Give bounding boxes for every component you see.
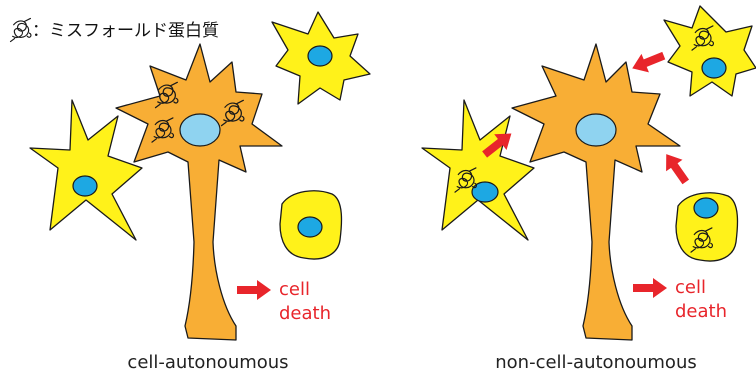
neuron-nucleus — [576, 114, 616, 146]
panel-non-cell-autonomous: cell death non-cell-autonoumous — [422, 6, 756, 373]
glia-left — [422, 100, 534, 240]
misfolded-protein-icon — [11, 18, 31, 41]
glia-round — [676, 193, 738, 261]
glia-round — [280, 191, 342, 259]
cell-death-label-line1: cell — [675, 277, 706, 298]
glia-nucleus — [298, 217, 322, 237]
legend-label: ：ミスフォールド蛋白質 — [32, 21, 219, 41]
caption-right: non-cell-autonoumous — [495, 352, 696, 373]
toxicity-arrow — [658, 148, 694, 187]
cell-death-arrow — [237, 280, 271, 300]
glia-top — [664, 6, 756, 96]
glia-left — [30, 100, 142, 240]
toxicity-arrow — [628, 46, 667, 77]
glia-nucleus — [694, 198, 718, 218]
glia-top — [272, 12, 370, 104]
cell-death-arrow — [633, 278, 667, 298]
cell-death-label-line1: cell — [279, 279, 310, 300]
legend: ：ミスフォールド蛋白質 — [11, 18, 220, 41]
panel-cell-autonomous: cell death cell-autonoumous — [30, 12, 370, 373]
caption-left: cell-autonoumous — [127, 352, 288, 373]
glia-cell-body — [664, 6, 756, 96]
glia-cell-body — [422, 100, 534, 240]
glia-nucleus — [702, 58, 726, 78]
glia-nucleus — [73, 176, 97, 196]
neuron-nucleus — [180, 114, 220, 146]
cell-death-label-line2: death — [675, 301, 727, 322]
glia-cell-body — [30, 100, 142, 240]
glia-nucleus — [308, 46, 332, 66]
cell-death-label-line2: death — [279, 303, 331, 324]
